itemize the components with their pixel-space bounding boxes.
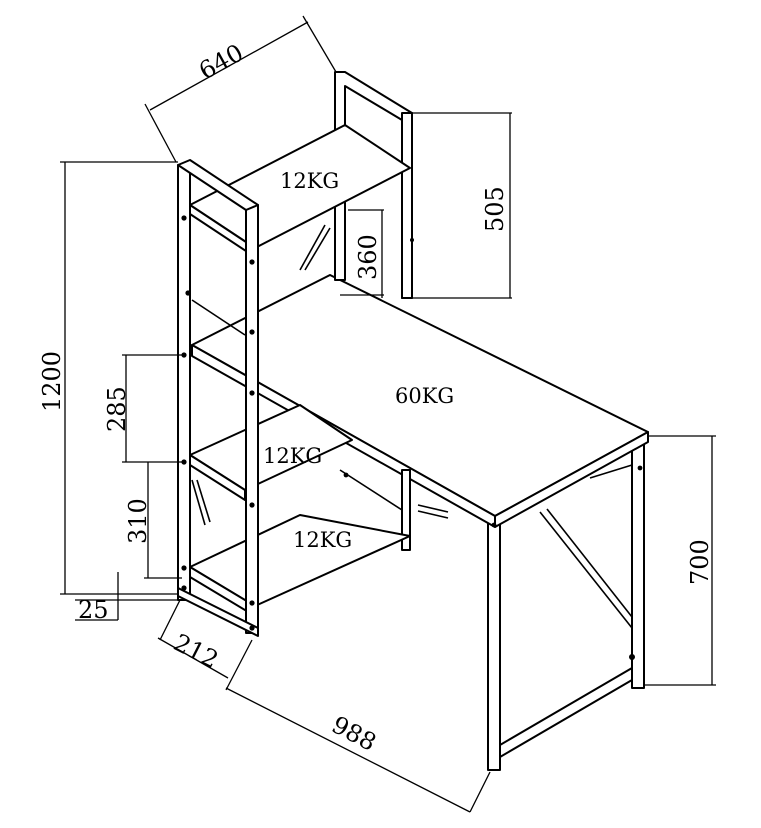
load-desktop: 60KG bbox=[395, 384, 454, 408]
load-labels: 12KG 60KG 12KG 12KG bbox=[263, 169, 454, 552]
dim-shelf-height: 505 bbox=[481, 186, 509, 232]
desk-side-crossbar bbox=[499, 667, 633, 758]
dimension-lines bbox=[60, 15, 716, 813]
front-right-post bbox=[245, 204, 259, 634]
desk-right-front-leg bbox=[487, 519, 501, 771]
desk-frame bbox=[191, 274, 649, 771]
front-left-post bbox=[177, 164, 191, 601]
load-top-shelf: 12KG bbox=[280, 169, 339, 193]
load-bottom-shelf: 12KG bbox=[293, 528, 352, 552]
dim-length: 988 bbox=[327, 711, 381, 757]
shelf-unit bbox=[177, 71, 414, 637]
desk-right-back-leg bbox=[631, 439, 645, 689]
dim-low-gap: 310 bbox=[124, 498, 152, 544]
dim-shelf-gap: 360 bbox=[354, 234, 382, 280]
load-middle-shelf: 12KG bbox=[263, 444, 322, 468]
dim-mid-gap: 285 bbox=[103, 386, 131, 432]
dim-depth: 212 bbox=[169, 628, 223, 674]
dim-desk-height: 700 bbox=[686, 539, 714, 585]
dim-width-top: 640 bbox=[194, 39, 248, 86]
dim-total-height: 1200 bbox=[38, 351, 66, 412]
dim-foot: 25 bbox=[78, 596, 109, 624]
